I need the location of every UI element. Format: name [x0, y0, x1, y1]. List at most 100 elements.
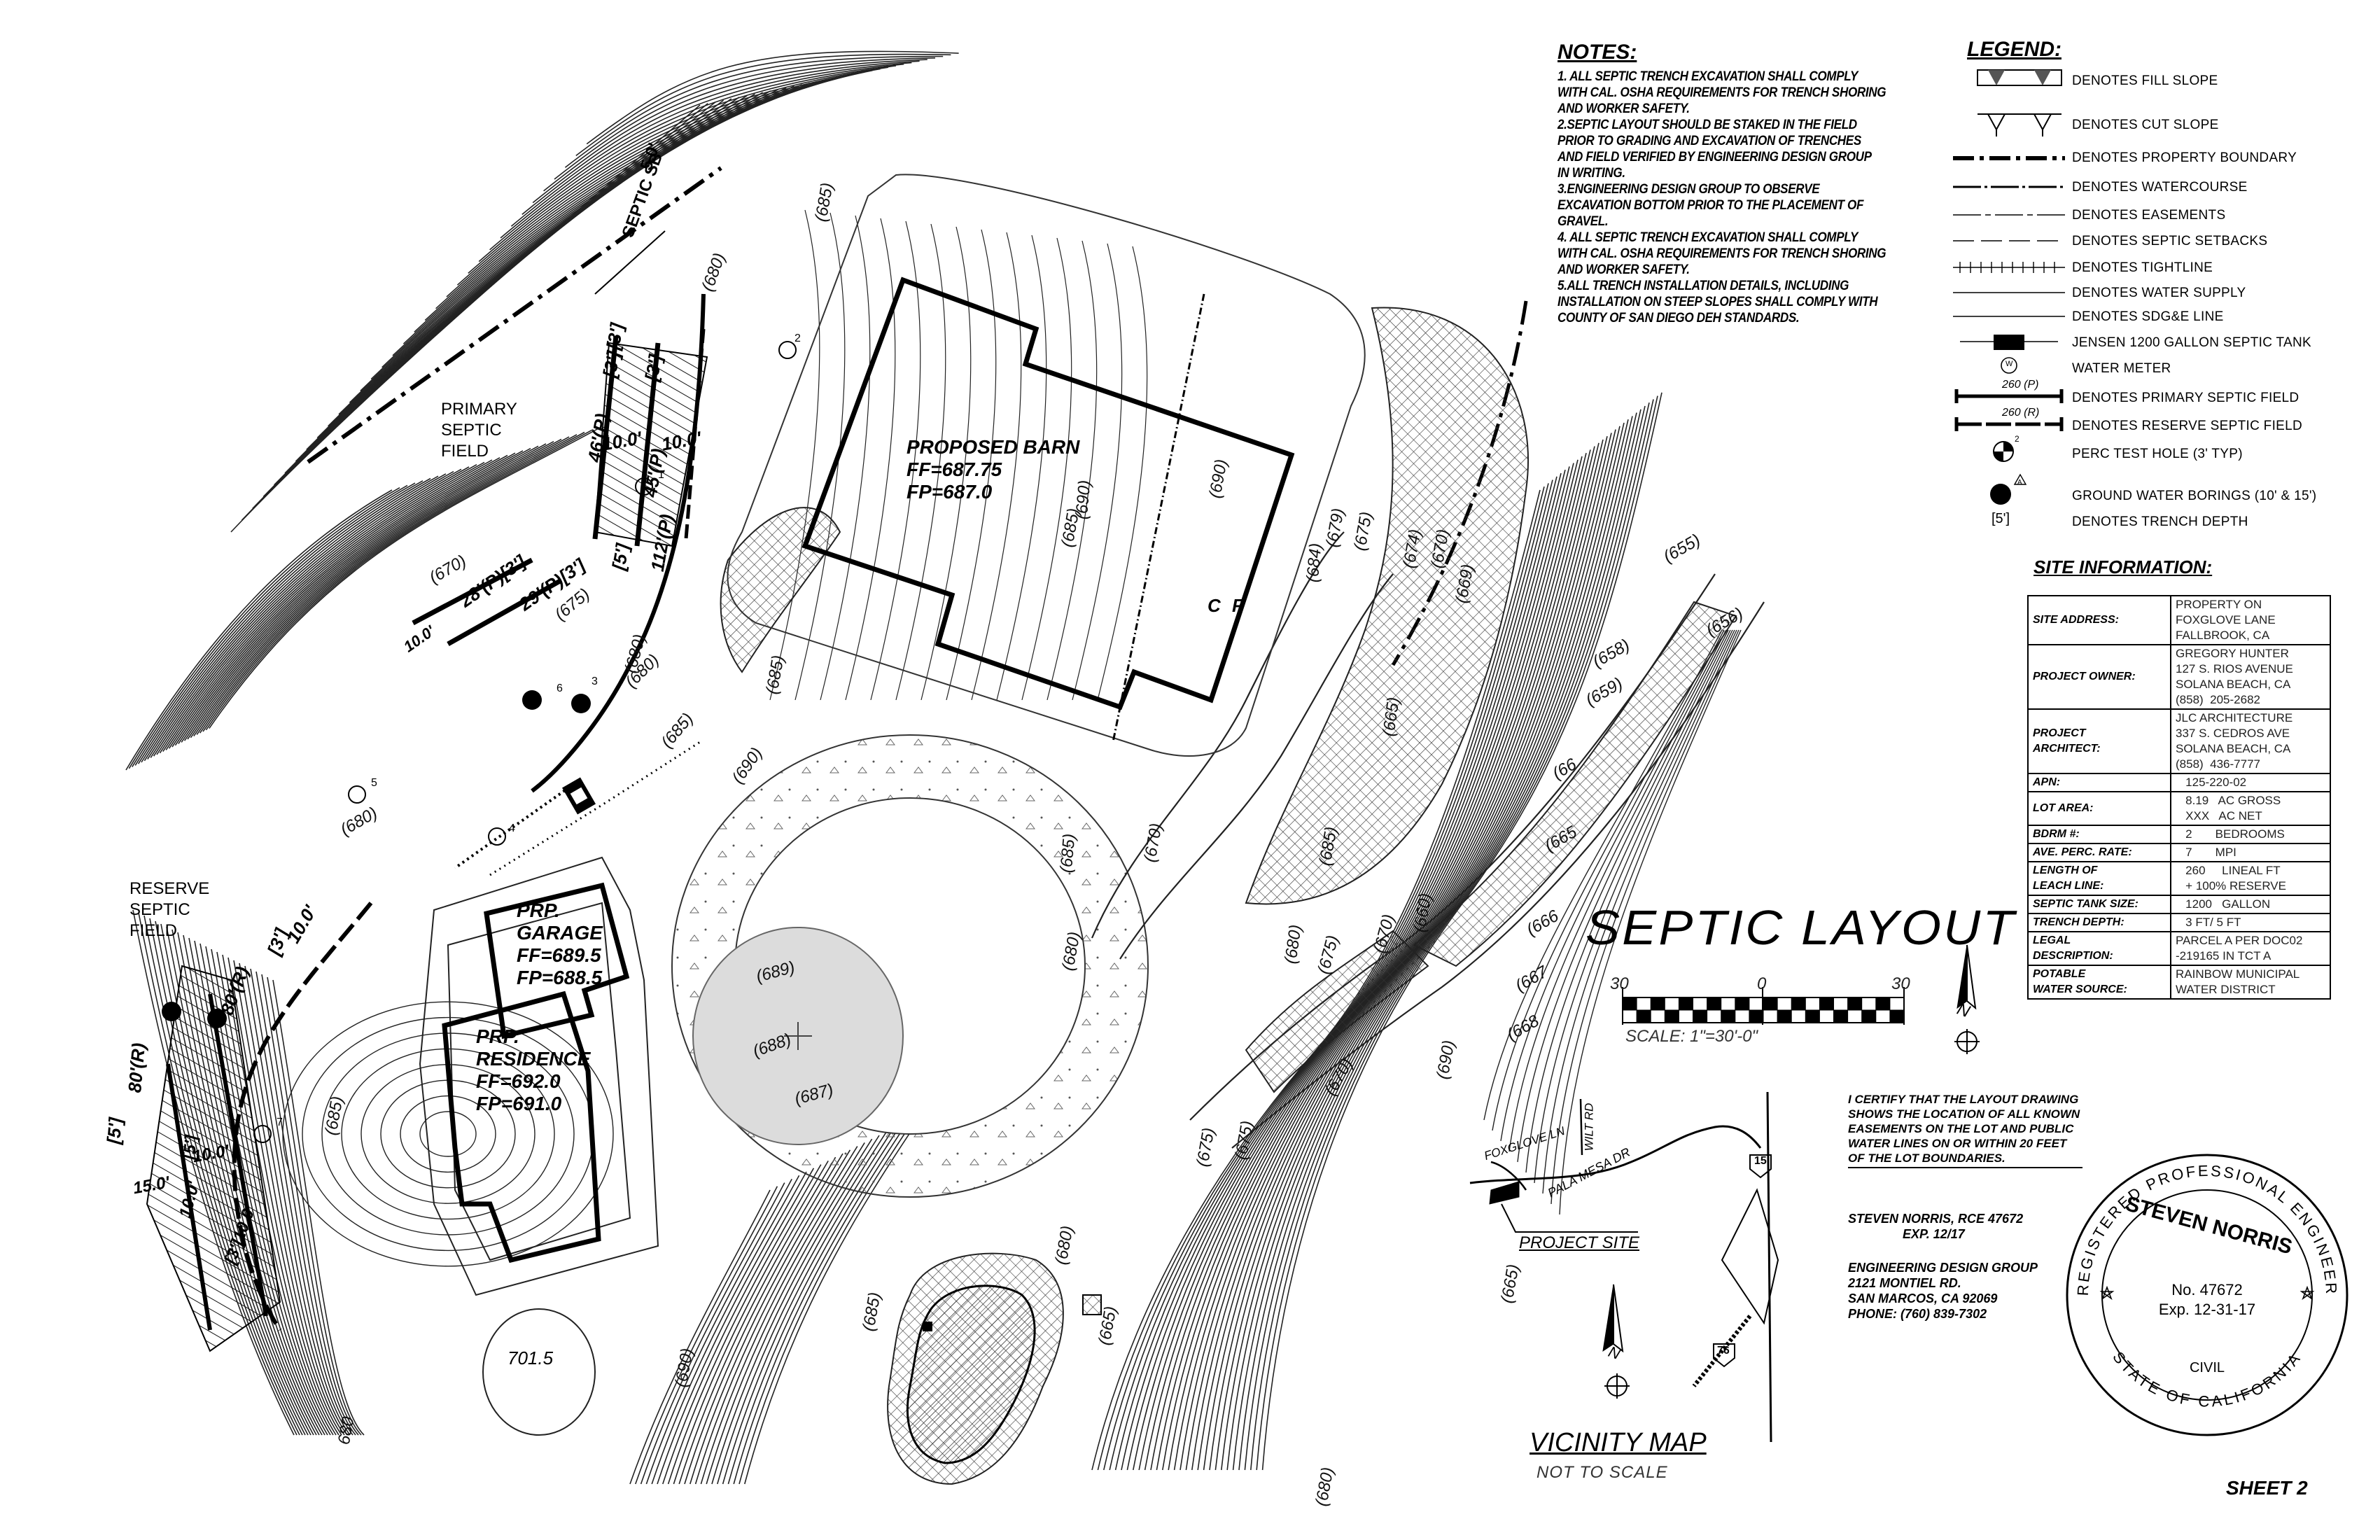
- barn-label: PROPOSED BARN FF=687.75 FP=687.0: [906, 436, 1080, 503]
- contour-line: [575, 53, 951, 157]
- contour-line: [227, 957, 342, 1436]
- legend-item: DENOTES EASEMENTS: [1953, 201, 2359, 229]
- contour-line: [543, 59, 927, 192]
- contour-line: [1508, 629, 1729, 1152]
- contour-line: [1550, 629, 1740, 1205]
- contour-line: [700, 1142, 865, 1485]
- scale-bar-segment: [1805, 1009, 1820, 1023]
- note-line: WITH CAL. OSHA REQUIREMENTS FOR TRENCH S…: [1558, 246, 1886, 261]
- legend-item: DENOTES CUT SLOPE: [1953, 111, 2359, 139]
- vicinity-map-title: VICINITY MAP: [1530, 1428, 1707, 1457]
- site-info-value-line: 1200 GALLON: [2176, 897, 2271, 911]
- contour-line: [250, 968, 354, 1436]
- note-line: 3.ENGINEERING DESIGN GROUP TO OBSERVE: [1558, 182, 1820, 197]
- site-info-key: LEGAL DESCRIPTION:: [2027, 931, 2171, 966]
- seal-number: No. 47672: [2171, 1281, 2243, 1298]
- contour-line: [564, 55, 944, 168]
- contour-line: [150, 470, 454, 758]
- contour-line: [1525, 629, 1733, 1173]
- legend-item-label: DENOTES RESERVE SEPTIC FIELD: [2072, 419, 2303, 433]
- perc-hole-number: 6: [556, 682, 563, 694]
- contour-line: [895, 223, 946, 701]
- primary-field-dimension: [3']: [598, 349, 624, 379]
- scale-bar-segment: [1636, 1009, 1651, 1023]
- property-boundary: [307, 166, 722, 464]
- legend-item-label: PERC TEST HOLE (3' TYP): [2072, 447, 2243, 461]
- garage-label: PRP. GARAGE FF=689.5 FP=688.5: [517, 899, 603, 988]
- site-info-value-line: 2 BEDROOMS: [2176, 827, 2285, 841]
- notes-title: NOTES:: [1558, 41, 1637, 64]
- fill-slope-areas: [720, 307, 1737, 1093]
- note-line: PRIOR TO GRADING AND EXCAVATION OF TRENC…: [1558, 134, 1861, 148]
- trench-depth-symbol: [5']: [1991, 511, 2010, 526]
- contour-line: [522, 62, 912, 216]
- legend-item-label: DENOTES FILL SLOPE: [2072, 74, 2218, 88]
- contour-line: [419, 1111, 477, 1157]
- legend-symbols: [1953, 69, 2065, 505]
- legend-item-label: GROUND WATER BORINGS (10' & 15'): [2072, 489, 2317, 503]
- legend-item-label: DENOTES TRENCH DEPTH: [2072, 514, 2248, 529]
- tightline: [489, 741, 701, 876]
- site-info-value-line: FOXGLOVE LANE: [2176, 613, 2276, 626]
- primary-field-dimension: [5']: [608, 542, 634, 572]
- site-info-key: SITE ADDRESS:: [2027, 595, 2171, 645]
- fill-slope-icon: [1953, 66, 2065, 94]
- contour-line: [446, 73, 858, 298]
- test-locations: [162, 341, 797, 1143]
- septic-setback-line: [594, 230, 666, 295]
- legend-item-label: DENOTES EASEMENTS: [2072, 208, 2226, 223]
- firm-line: 2121 MONTIEL RD.: [1848, 1276, 1961, 1290]
- residence-label: PRP. RESIDENCE FF=692.0 FP=691.0: [476, 1026, 591, 1114]
- contour-line: [690, 1149, 851, 1485]
- site-info-row: TRENCH DEPTH: 3 FT/ 5 FT: [2027, 913, 2331, 932]
- cut-label: C: [1208, 595, 1221, 616]
- scale-mid-label: 0: [1757, 974, 1767, 993]
- legend-item: DENOTES PRIMARY SEPTIC FIELD: [1953, 384, 2359, 412]
- contour-line: [684, 1153, 844, 1485]
- legend-item: DENOTES WATER SUPPLY: [1953, 279, 2359, 307]
- contour-line: [1097, 246, 1148, 701]
- reserve-field-dimension: 80'(R): [124, 1042, 150, 1094]
- contour-line: [645, 1179, 792, 1485]
- contour-line: [673, 1160, 829, 1485]
- legend-item-label: DENOTES WATER SUPPLY: [2072, 286, 2246, 300]
- site-info-key: PROJECT OWNER:: [2027, 644, 2171, 710]
- contour-line: [172, 454, 508, 748]
- note-line: COUNTY OF SAN DIEGO DEH STANDARDS.: [1558, 311, 1800, 326]
- contour-line: [272, 979, 365, 1436]
- contour-line: [1046, 240, 1098, 701]
- note-line: GRAVEL.: [1558, 214, 1609, 229]
- note-line: 1. ALL SEPTIC TRENCH EXCAVATION SHALL CO…: [1558, 69, 1858, 84]
- contour-line: [510, 63, 904, 227]
- contour-line: [435, 74, 850, 309]
- contour-line: [586, 50, 959, 145]
- vicinity-map-subtitle: NOT TO SCALE: [1536, 1463, 1668, 1482]
- site-info-key: POTABLE WATER SOURCE:: [2027, 965, 2171, 1000]
- primary-field-dimension: [3']: [602, 321, 628, 351]
- contour-line: [478, 68, 881, 262]
- legend-item-label: DENOTES WATERCOURSE: [2072, 180, 2248, 195]
- contour-line: [141, 477, 431, 763]
- site-info-value-line: SOLANA BEACH, CA: [2176, 678, 2291, 691]
- legend-item: DENOTES SDG&E LINE: [1953, 302, 2359, 330]
- contour-line: [640, 1182, 785, 1485]
- scale-bar-segment: [1763, 997, 1778, 1011]
- contour-line: [209, 427, 601, 729]
- contour-line: [255, 971, 356, 1436]
- scale-bar-segment: [1622, 997, 1637, 1011]
- cut-fill-line: [1112, 293, 1205, 743]
- legend-item: JENSEN 1200 GALLON SEPTIC TANK: [1953, 328, 2359, 356]
- certify-line: EASEMENTS ON THE LOT AND PUBLIC: [1848, 1122, 2074, 1135]
- watercourse-icon: [1953, 173, 2065, 201]
- primary-field-symbol-label: 260 (P): [2002, 379, 2039, 391]
- site-info-key: TRENCH DEPTH:: [2027, 913, 2171, 932]
- contour-line: [134, 482, 416, 766]
- contour-line: [181, 447, 531, 743]
- contour-line: [946, 229, 997, 701]
- contour-line: [1492, 629, 1725, 1131]
- perc-hole-number: 5: [371, 777, 377, 789]
- septic-setback-icon: [1953, 227, 2065, 255]
- tightline-icon: [1953, 253, 2065, 281]
